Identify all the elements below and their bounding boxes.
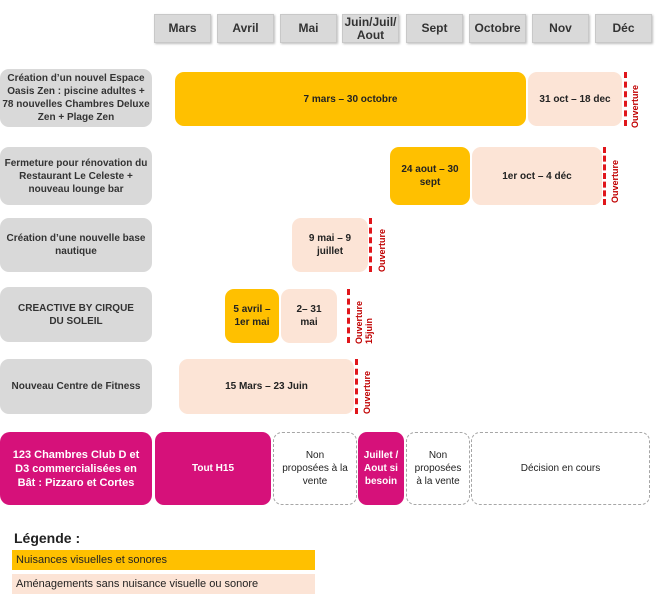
task-label-restaurant-celeste: Fermeture pour rénovation du Restaurant … — [0, 147, 152, 205]
opening-marker-label: Ouverture — [377, 228, 387, 272]
legend-item-nuisances: Nuisances visuelles et sonores — [12, 550, 315, 570]
bar-oasis-zen-nuisance: 7 mars – 30 octobre — [175, 72, 526, 126]
bar-celeste-nuisance: 24 aout – 30 sept — [390, 147, 470, 205]
bar-non-proposees-2: Non proposées à la vente — [406, 432, 470, 505]
bar-decision-en-cours: Décision en cours — [471, 432, 650, 505]
bar-base-nautique-amenagement: 9 mai – 9 juillet — [292, 218, 368, 272]
bar-celeste-amenagement: 1er oct – 4 déc — [472, 147, 602, 205]
task-label-base-nautique: Création d’une nouvelle base nautique — [0, 218, 152, 272]
legend-title: Légende : — [14, 530, 81, 546]
month-header-mai: Mai — [280, 14, 337, 43]
month-header-octobre: Octobre — [469, 14, 526, 43]
opening-marker-label: Ouverture — [630, 84, 640, 128]
bar-creactive-nuisance: 5 avril – 1er mai — [225, 289, 279, 343]
opening-marker — [355, 359, 358, 414]
opening-marker-label: Ouverture — [362, 370, 372, 414]
task-label-centre-fitness: Nouveau Centre de Fitness — [0, 359, 152, 414]
opening-marker-label: Ouverture 15juin — [354, 300, 374, 344]
bar-fitness-amenagement: 15 Mars – 23 Juin — [179, 359, 354, 414]
task-label-oasis-zen: Création d’un nouvel Espace Oasis Zen : … — [0, 69, 152, 127]
month-header-juin-juil-aout: Juin/Juil/ Aout — [342, 14, 399, 43]
opening-marker — [603, 147, 606, 205]
month-header-avril: Avril — [217, 14, 274, 43]
task-label-creactive-cirque: CREACTIVE BY CIRQUE DU SOLEIL — [0, 287, 152, 342]
opening-marker — [624, 72, 627, 126]
month-header-dec: Déc — [595, 14, 652, 43]
opening-marker-label: Ouverture — [610, 159, 620, 203]
bar-creactive-amenagement: 2– 31 mai — [281, 289, 337, 343]
opening-marker — [369, 218, 372, 272]
bar-tout-h15: Tout H15 — [155, 432, 271, 505]
legend-item-amenagements: Aménagements sans nuisance visuelle ou s… — [12, 574, 315, 594]
month-header-nov: Nov — [532, 14, 589, 43]
month-header-mars: Mars — [154, 14, 211, 43]
task-label-chambres-club: 123 Chambres Club D et D3 commercialisée… — [0, 432, 152, 505]
opening-marker — [347, 289, 350, 343]
month-header-sept: Sept — [406, 14, 463, 43]
bar-oasis-zen-amenagement: 31 oct – 18 dec — [528, 72, 622, 126]
bar-non-proposees-1: Non proposées à la vente — [273, 432, 357, 505]
bar-juillet-aout: Juillet / Aout si besoin — [358, 432, 404, 505]
